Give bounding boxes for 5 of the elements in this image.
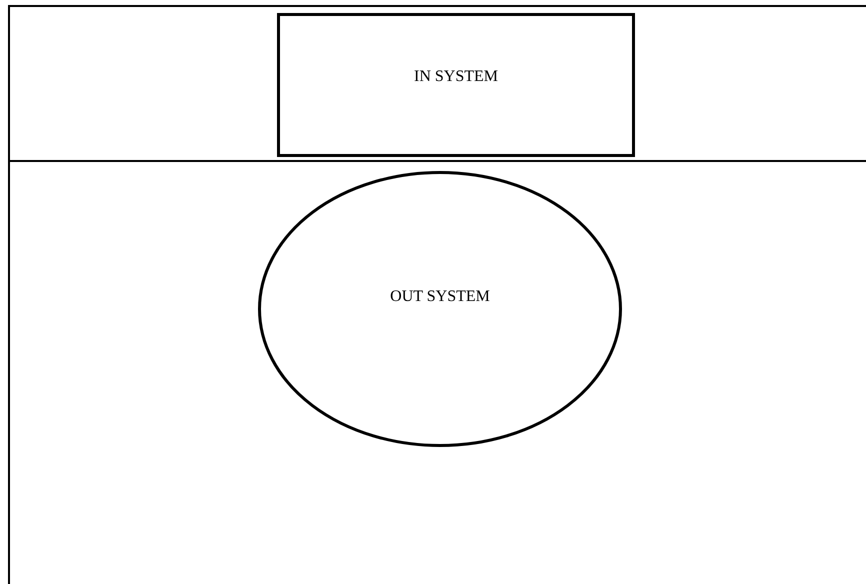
top-band [8,5,866,162]
node-label: IN SYSTEM [412,68,499,86]
process-box [277,13,635,157]
ellipse-node [258,171,622,447]
node-label: OUT SYSTEM [389,288,491,306]
